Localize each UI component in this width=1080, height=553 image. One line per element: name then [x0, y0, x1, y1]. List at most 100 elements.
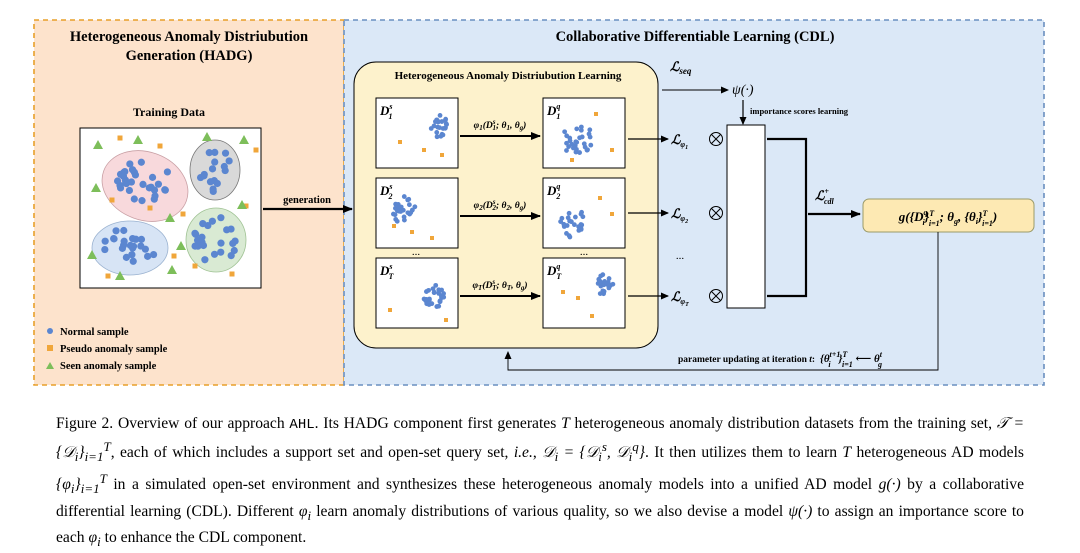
- seen-anomaly-marker: [239, 135, 249, 144]
- normal-sample-point: [148, 173, 157, 181]
- caption-T1: T: [561, 415, 570, 432]
- pseudo-anomaly-marker: [410, 230, 414, 234]
- pseudo-anomaly-marker: [610, 212, 614, 216]
- normal-sample-point: [138, 197, 146, 205]
- normal-sample-point: [582, 144, 588, 150]
- normal-sample-point: [433, 282, 439, 288]
- normal-sample-point: [600, 288, 606, 294]
- normal-sample-point: [441, 291, 447, 296]
- seen-anomaly-marker: [91, 183, 101, 192]
- caption-formula-tasks: 𝒯 = {𝒟i}i=1T: [56, 415, 1024, 465]
- normal-sample-point: [122, 253, 130, 261]
- training-data-label: Training Data: [133, 105, 205, 119]
- caption-text8: learn anomaly distributions of various q…: [311, 502, 789, 520]
- normal-sample-point: [137, 235, 146, 243]
- caption-text4: . It then utilizes them to learn: [645, 444, 843, 462]
- pseudo-anomaly-marker: [576, 296, 580, 300]
- normal-sample-point: [405, 197, 411, 203]
- normal-sample-point: [433, 119, 438, 124]
- pseudo-anomaly-marker: [243, 203, 249, 209]
- legend-normal-label: Normal sample: [60, 327, 129, 338]
- normal-sample-point: [564, 223, 570, 228]
- legend-pseudo-label: Pseudo anomaly sample: [60, 344, 168, 355]
- normal-sample-point: [580, 214, 586, 220]
- pseudo-anomaly-marker: [229, 271, 235, 277]
- normal-sample-point: [221, 149, 230, 157]
- normal-sample-point: [161, 186, 169, 194]
- normal-sample-point: [566, 210, 572, 216]
- cdl-title: Collaborative Differentiable Learning (C…: [556, 29, 835, 45]
- normal-sample-point: [587, 134, 593, 140]
- hadg-title-line2: Generation (HADG): [126, 48, 253, 64]
- support-set-box: [375, 177, 459, 249]
- normal-sample-point: [141, 245, 149, 253]
- normal-sample-point: [163, 168, 172, 176]
- normal-sample-point: [128, 166, 137, 174]
- pseudo-anomaly-marker: [109, 197, 115, 203]
- normal-sample-point: [437, 112, 443, 118]
- pseudo-anomaly-marker: [590, 314, 594, 318]
- query-set-box: [542, 97, 626, 169]
- g-output-box: [862, 198, 1035, 233]
- normal-sample-point: [436, 290, 442, 296]
- normal-sample-point: [151, 192, 159, 200]
- normal-sample-point: [101, 237, 109, 245]
- caption-phi-i-1: φi: [298, 502, 312, 523]
- normal-sample-point: [577, 150, 582, 155]
- normal-sample-point: [129, 234, 137, 243]
- ellipsis: ...: [580, 246, 589, 258]
- normal-sample-point: [440, 126, 446, 131]
- normal-sample-point: [137, 158, 145, 166]
- seen-anomaly-marker: [115, 271, 125, 280]
- figure-caption: Figure 2. Overview of our approach AHL . …: [56, 415, 1025, 549]
- normal-sample-point: [428, 126, 434, 131]
- normal-sample-point: [570, 145, 576, 151]
- normal-sample-point: [208, 217, 216, 225]
- overview-figure: Heterogeneous Anomaly Distriubution Gene…: [33, 19, 1045, 386]
- normal-sample-point: [217, 248, 225, 256]
- normal-sample-point: [571, 222, 577, 228]
- normal-sample-point: [101, 245, 109, 254]
- pseudo-anomaly-marker: [561, 290, 565, 294]
- normal-sample-point: [118, 244, 127, 252]
- pseudo-anomaly-marker: [398, 140, 402, 144]
- seen-anomaly-marker: [87, 250, 97, 259]
- normal-sample-point: [199, 241, 208, 250]
- normal-sample-point: [441, 294, 447, 300]
- normal-sample-point: [211, 158, 219, 166]
- generation-label: generation: [283, 195, 331, 206]
- query-set-box: [542, 257, 626, 329]
- normal-sample-point: [567, 218, 573, 224]
- ellipsis: ...: [412, 246, 421, 258]
- normal-sample-point: [213, 179, 221, 188]
- normal-sample-point: [578, 127, 584, 133]
- normal-sample-point: [562, 129, 568, 135]
- normal-sample-point: [217, 239, 225, 247]
- caption-text3: , each of which includes a support set a…: [110, 444, 514, 462]
- normal-sample-point: [564, 133, 570, 139]
- caption-method: AHL: [289, 417, 315, 433]
- normal-sample-point: [564, 231, 569, 236]
- caption-fig-label: Figure 2. Overview of our approach: [56, 415, 290, 432]
- normal-sample-point: [412, 204, 418, 210]
- seen-anomaly-marker: [237, 200, 247, 209]
- normal-sample-point: [436, 303, 442, 309]
- normal-sample-point: [200, 170, 208, 179]
- pseudo-anomaly-marker: [444, 318, 448, 322]
- normal-sample-point: [211, 148, 219, 156]
- normal-sample-point: [606, 276, 612, 281]
- normal-sample-point: [209, 187, 217, 195]
- normal-sample-point: [112, 227, 120, 235]
- ellipsis: ...: [676, 250, 685, 262]
- normal-sample-point: [574, 126, 580, 132]
- pseudo-anomaly-marker: [388, 308, 392, 312]
- normal-sample-point: [401, 217, 407, 223]
- normal-sample-point: [438, 133, 444, 139]
- normal-sample-point: [221, 166, 229, 175]
- pseudo-anomaly-marker: [440, 153, 444, 157]
